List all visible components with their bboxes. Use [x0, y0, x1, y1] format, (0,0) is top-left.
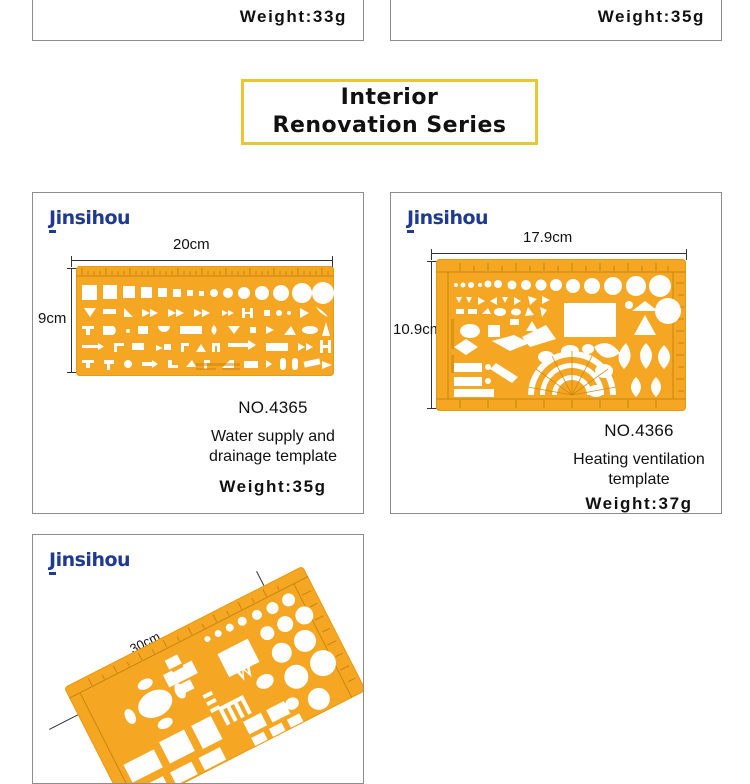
dimension-label-width: 17.9cm	[523, 229, 573, 246]
brand-logo: Jinsihou	[49, 549, 131, 575]
brand-logo: Jinsihou	[49, 207, 131, 233]
template-ruler-4366	[436, 259, 686, 411]
banner-line-1: Interior	[340, 84, 439, 110]
product-name-line-1: Water supply and	[211, 428, 335, 445]
weight-label: Weight:33g	[239, 7, 347, 26]
product-name: Heating ventilation template	[563, 450, 715, 489]
dimension-label-width: 20cm	[173, 236, 210, 253]
weight-label: Weight:37g	[585, 494, 693, 514]
dimension-line-horizontal	[71, 256, 333, 267]
ruler-cutouts	[76, 268, 334, 370]
dimension-line-vertical	[427, 261, 438, 409]
product-name-line-1: Heating ventilation	[573, 451, 705, 468]
template-ruler-rotated	[63, 565, 363, 783]
product-name-line-2: template	[608, 470, 670, 488]
logo-initial: J	[407, 207, 414, 233]
section-banner: Interior Renovation Series	[241, 79, 538, 145]
logo-initial: J	[49, 207, 56, 233]
product-card-partial-left[interactable]: Weight:33g	[32, 0, 364, 41]
logo-initial: J	[49, 549, 56, 575]
logo-rest: insihou	[55, 207, 131, 229]
product-card-partial-right[interactable]: Weight:35g	[390, 0, 722, 41]
product-info-4366: NO.4366 Heating ventilation template Wei…	[563, 421, 715, 514]
logo-rest: insihou	[55, 549, 131, 571]
product-model: NO.4366	[604, 421, 674, 440]
product-model: NO.4365	[238, 398, 308, 417]
template-ruler-4365	[76, 266, 334, 376]
dimension-line-horizontal	[431, 249, 687, 260]
dimension-line-vertical	[67, 268, 78, 373]
product-info-4365: NO.4365 Water supply and drainage templa…	[193, 398, 353, 497]
ruler-cutouts	[436, 263, 686, 408]
section-banner-text: Interior Renovation Series	[273, 84, 507, 140]
dimension-label-height: 9cm	[38, 310, 67, 327]
product-card-4366[interactable]: Jinsihou 17.9cm 10.9cm	[390, 192, 722, 514]
product-name-line-2: drainage template	[208, 447, 338, 465]
weight-label: Weight:35g	[219, 477, 327, 497]
brand-logo: Jinsihou	[407, 207, 489, 233]
dimension-label-height: 10.9cm	[393, 321, 443, 338]
product-name: Water supply and drainage template	[193, 427, 353, 466]
weight-label: Weight:35g	[597, 7, 705, 26]
product-card-rotated-template[interactable]: Jinsihou 30cm 15.4cm	[32, 534, 364, 784]
product-card-4365[interactable]: Jinsihou 20cm 9cm	[32, 192, 364, 514]
logo-rest: insihou	[413, 207, 489, 229]
ruler-cutouts	[69, 576, 356, 783]
banner-line-2: Renovation Series	[272, 113, 507, 138]
product-catalog-page: Weight:33g Weight:35g Interior Renovatio…	[32, 0, 722, 784]
